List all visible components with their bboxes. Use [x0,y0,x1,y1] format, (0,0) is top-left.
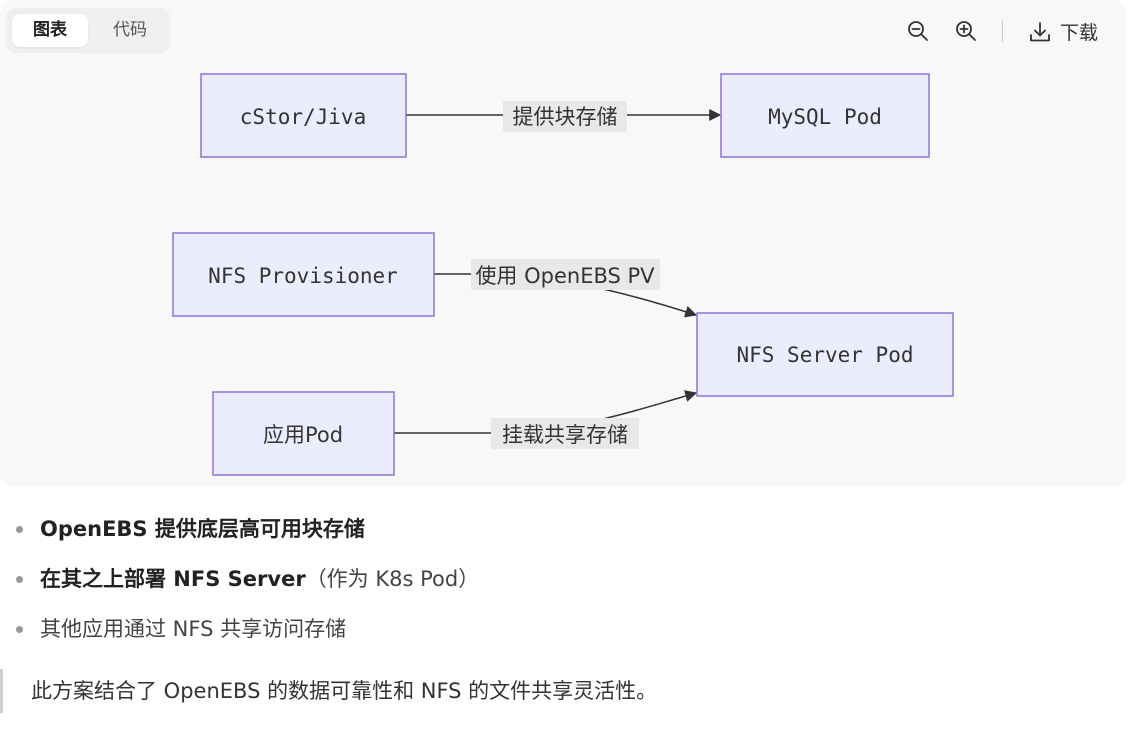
list-item: 在其之上部署 NFS Server（作为 K8s Pod） [0,555,1127,605]
node-label: NFS Server Pod [736,343,913,367]
list-item-text: 其他应用通过 NFS 共享访问存储 [40,617,347,641]
diagram-panel: 图表 代码 下载 提供块存储 [6,8,1099,476]
download-label: 下载 [1060,22,1099,44]
bullet-dot [16,626,23,633]
edge-label-bg [471,259,660,290]
edge-label-mount-shared-storage: 挂载共享存储 [502,423,628,447]
node-label: MySQL Pod [768,105,882,129]
node-nfs-server-pod[interactable]: NFS Server Pod [696,312,954,397]
bullet-dot [16,526,23,533]
edge-label-provide-block-storage: 提供块存储 [513,105,618,129]
view-tabs: 图表 代码 [6,8,170,53]
edge-label-bg [491,418,639,449]
node-app-pod[interactable]: 应用Pod [212,391,395,476]
download-icon [1030,22,1050,42]
zoom-in-icon[interactable] [954,19,978,43]
node-nfs-provisioner[interactable]: NFS Provisioner [172,232,435,317]
list-item: OpenEBS 提供底层高可用块存储 [0,505,1127,555]
flow-diagram: 提供块存储 使用 OpenEBS PV 挂载共享存储 cStor/Jiva My… [172,73,954,476]
blockquote: 此方案结合了 OpenEBS 的数据可靠性和 NFS 的文件共享灵活性。 [0,669,657,713]
edge-label-use-openebs-pv: 使用 OpenEBS PV [475,264,655,288]
node-label: cStor/Jiva [240,105,366,129]
list-item: 其他应用通过 NFS 共享访问存储 [0,605,1127,655]
bullet-list: OpenEBS 提供底层高可用块存储 在其之上部署 NFS Server（作为 … [0,505,1127,655]
node-mysql-pod[interactable]: MySQL Pod [720,73,930,158]
list-item-bold: 在其之上部署 NFS Server [40,567,306,591]
node-label: NFS Provisioner [208,264,398,288]
node-cstor-jiva[interactable]: cStor/Jiva [200,73,407,158]
tab-chart[interactable]: 图表 [12,14,88,47]
zoom-out-icon[interactable] [906,19,930,43]
list-item-text: （作为 K8s Pod） [305,567,480,591]
tab-code[interactable]: 代码 [113,20,147,40]
bullet-dot [16,576,23,583]
edge-label-bg [503,101,627,132]
toolbar-divider [1002,20,1003,42]
node-label: 应用Pod [263,423,343,447]
list-item-bold: OpenEBS 提供底层高可用块存储 [40,517,365,541]
